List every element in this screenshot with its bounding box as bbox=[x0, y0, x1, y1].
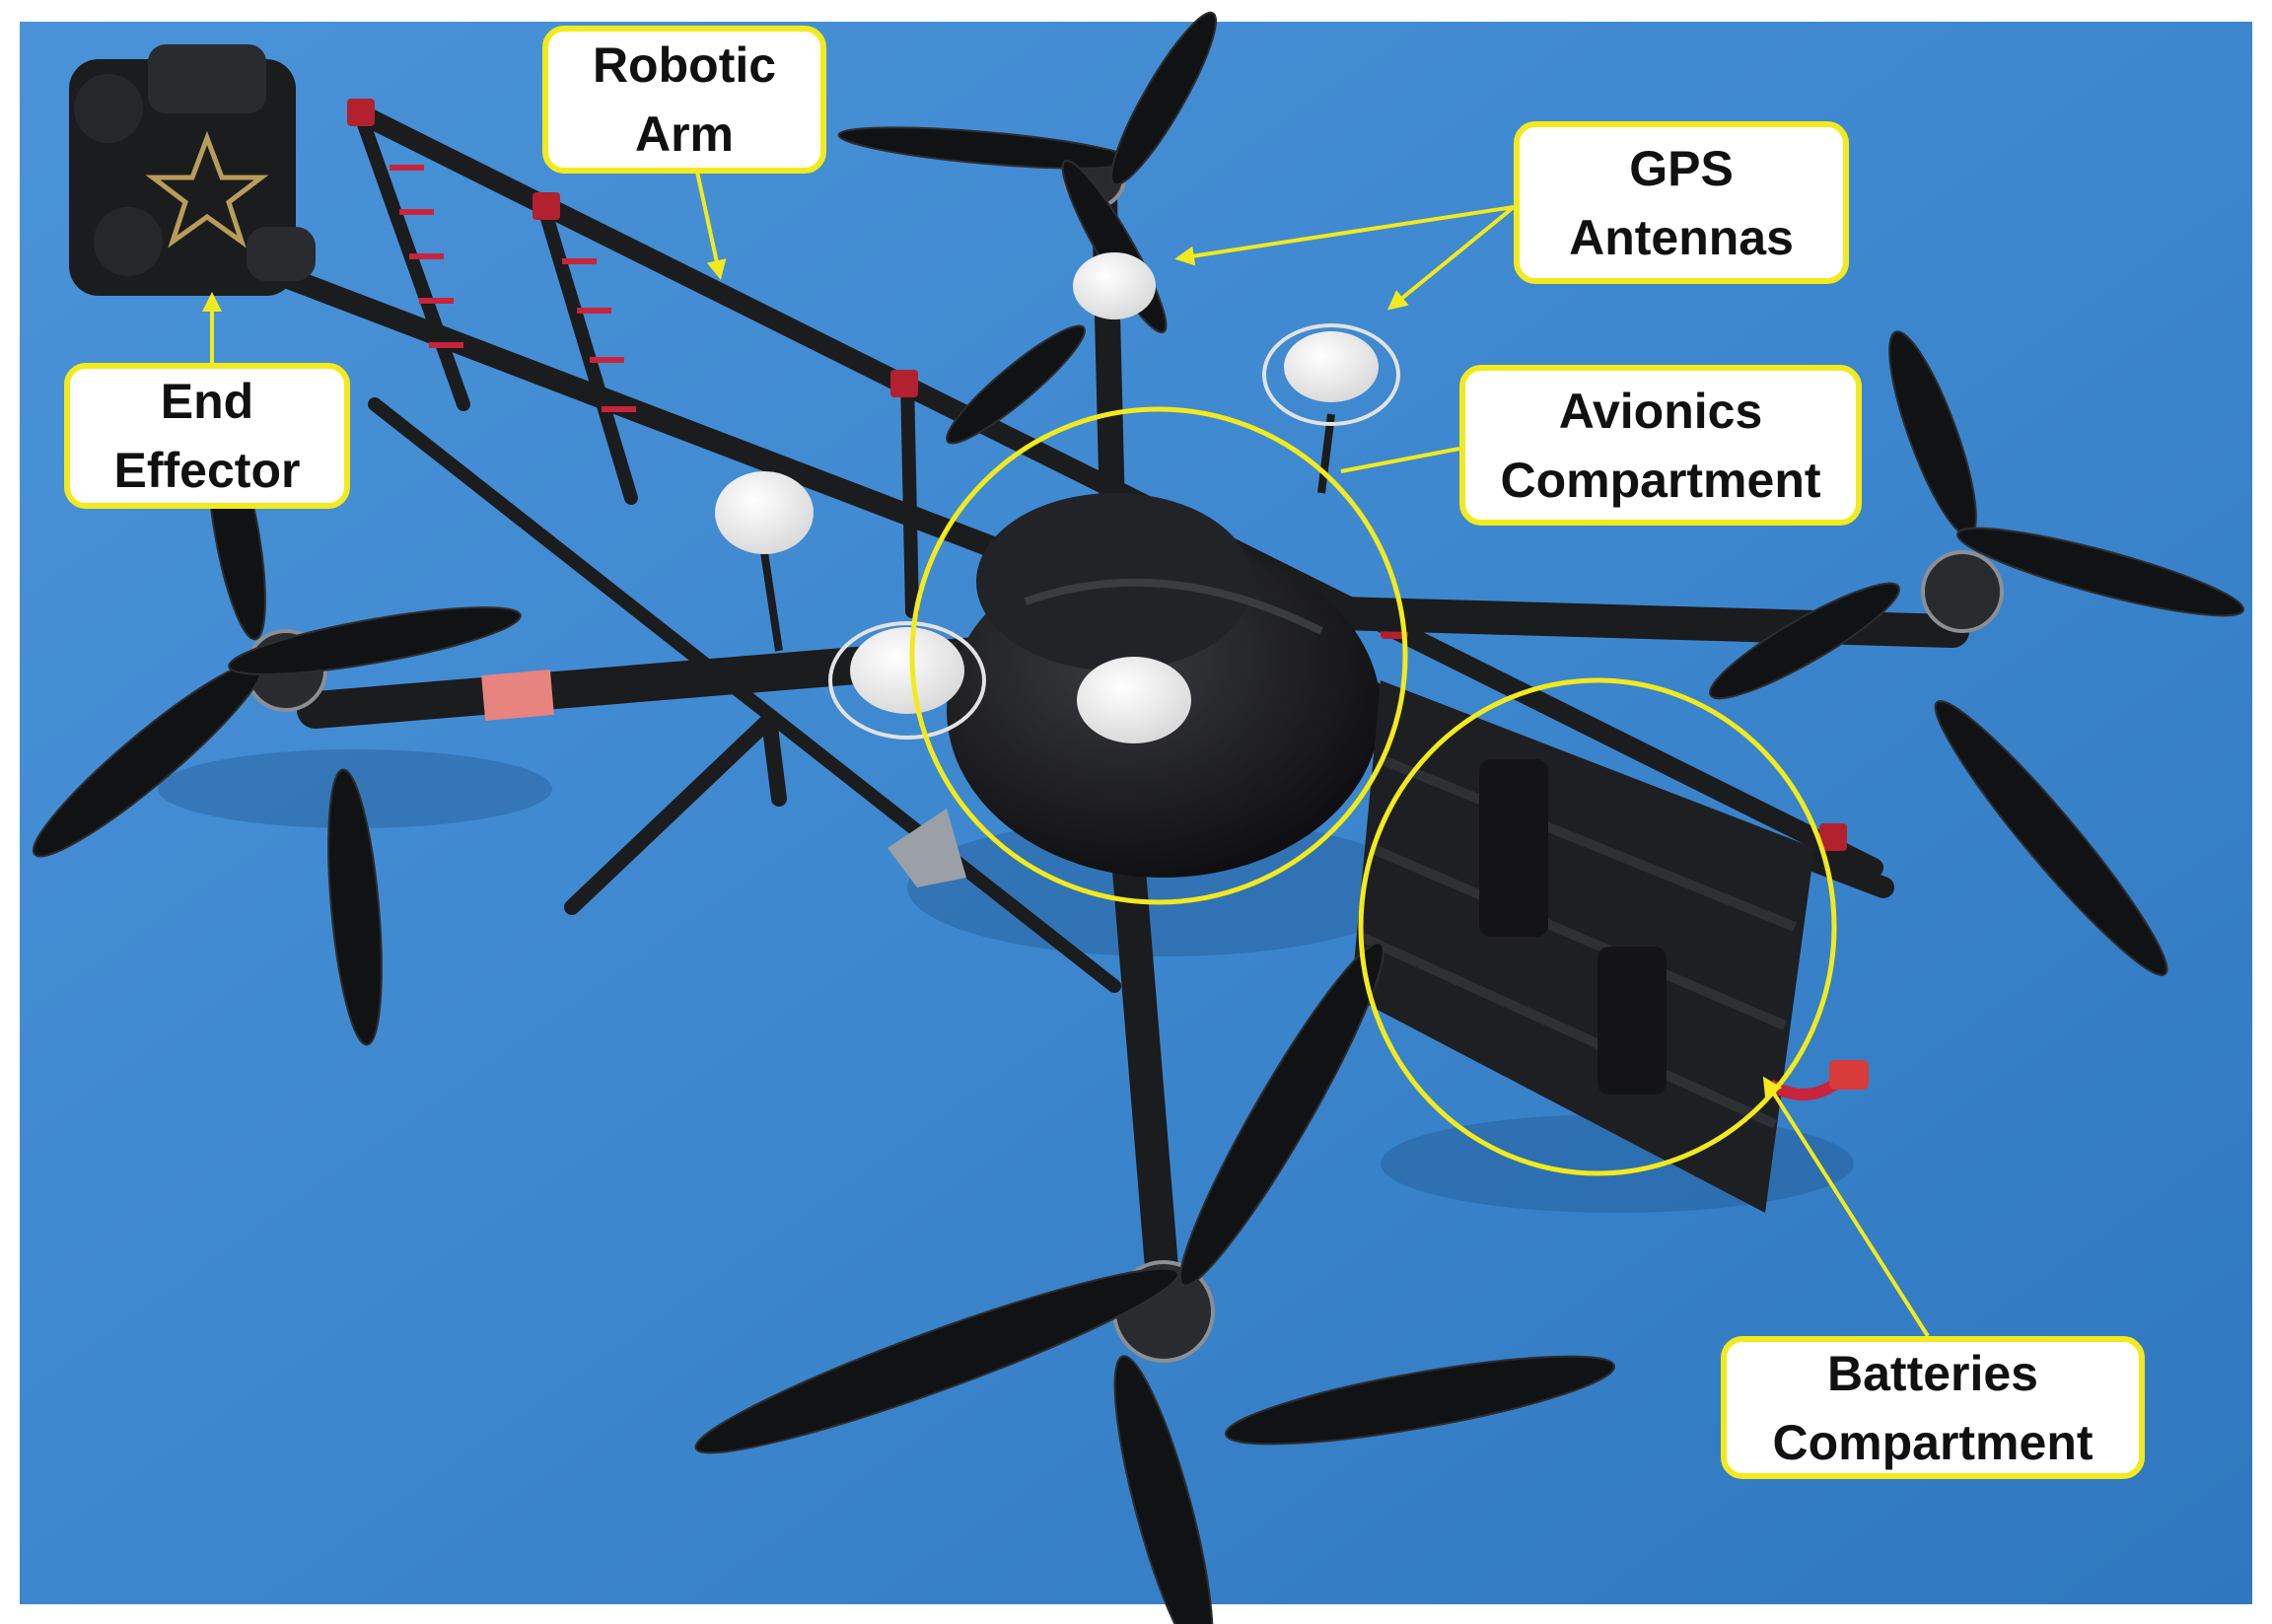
landing-legs bbox=[564, 712, 787, 915]
batteries-circle bbox=[1358, 677, 1837, 1176]
annotations bbox=[202, 162, 1930, 1338]
end-effector-label: End Effector bbox=[64, 363, 350, 509]
gps-antennas bbox=[715, 252, 1400, 743]
gps-antennas-label: GPS Antennas bbox=[1514, 121, 1849, 284]
arm-tape bbox=[481, 670, 554, 721]
avionics-circle bbox=[909, 406, 1408, 905]
battery-tray bbox=[1351, 680, 1869, 1213]
end-effector bbox=[69, 44, 316, 296]
batteries-compartment-label: Batteries Compartment bbox=[1721, 1336, 2145, 1479]
arm-ladder-rungs bbox=[390, 165, 636, 412]
robotic-arm-arrow bbox=[693, 162, 727, 280]
avionics-compartment-label: Avionics Compartment bbox=[1459, 365, 1862, 526]
gps-arrow-1 bbox=[1174, 205, 1515, 266]
propellers bbox=[32, 11, 2245, 1624]
batteries-arrow bbox=[1762, 1076, 1930, 1338]
avionics-line bbox=[1340, 447, 1460, 473]
robotic-arm-label: Robotic Arm bbox=[542, 26, 826, 174]
gps-arrow-2 bbox=[1386, 205, 1516, 311]
